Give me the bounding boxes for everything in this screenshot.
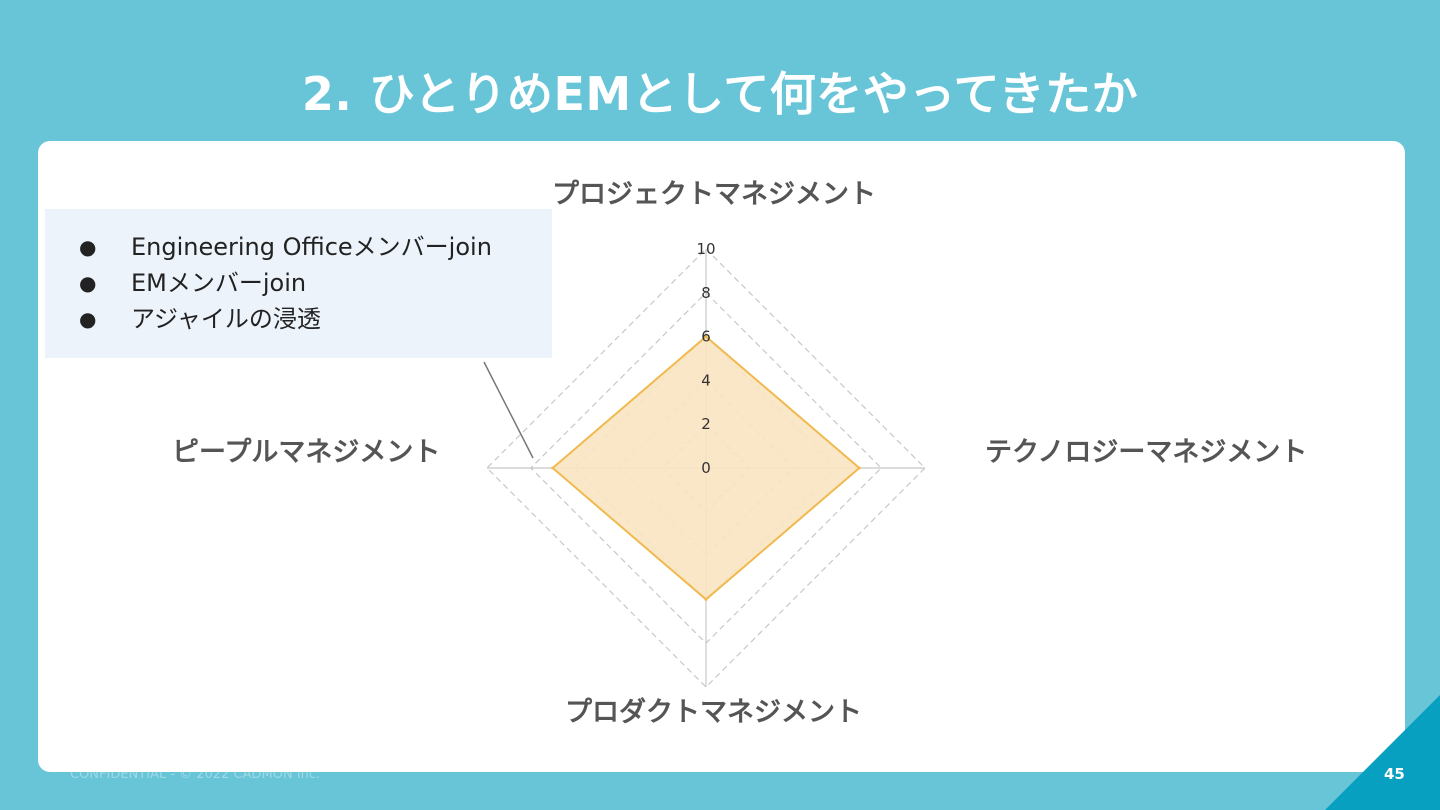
bullet-icon: ●: [79, 271, 97, 295]
data-point: [551, 466, 555, 470]
data-point: [857, 466, 861, 470]
tick-label: 4: [701, 371, 711, 389]
callout-leader-line: [483, 361, 534, 459]
page-number: 45: [1384, 765, 1405, 783]
tick-label: 2: [701, 415, 711, 433]
axis-label-technology-management: テクノロジーマネジメント: [985, 437, 1308, 468]
axis-label-product-management: プロダクトマネジメント: [565, 697, 862, 728]
tick-label: 8: [701, 284, 711, 302]
bullet-icon: ●: [79, 307, 97, 331]
callout-item-text: アジャイルの浸透: [131, 305, 321, 333]
callout-item: ● EMメンバーjoin: [79, 265, 552, 301]
axis-label-project-management: プロジェクトマネジメント: [552, 179, 876, 210]
tick-label: 0: [701, 459, 711, 477]
callout-list: ● Engineering Officeメンバーjoin ● EMメンバーjoi…: [79, 229, 552, 337]
tick-label: 6: [701, 328, 711, 346]
callout-item-text: Engineering Officeメンバーjoin: [131, 233, 492, 261]
callout-item: ● Engineering Officeメンバーjoin: [79, 229, 552, 265]
slide-title: 2. ひとりめEMとして何をやってきたか: [301, 67, 1139, 121]
grid-ring: [486, 248, 926, 688]
tick-label: 10: [696, 240, 715, 258]
callout-box: ● Engineering Officeメンバーjoin ● EMメンバーjoi…: [45, 209, 552, 358]
callout-item: ● アジャイルの浸透: [79, 301, 552, 337]
corner-decoration: [1325, 695, 1440, 810]
bullet-icon: ●: [79, 235, 97, 259]
data-point: [704, 597, 708, 601]
callout-item-text: EMメンバーjoin: [131, 269, 307, 297]
footer-copyright: CONFIDENTIAL - © 2022 CADMON Inc.: [70, 767, 321, 782]
data-point: [704, 335, 708, 339]
axis-label-people-management: ピープルマネジメント: [172, 437, 441, 468]
